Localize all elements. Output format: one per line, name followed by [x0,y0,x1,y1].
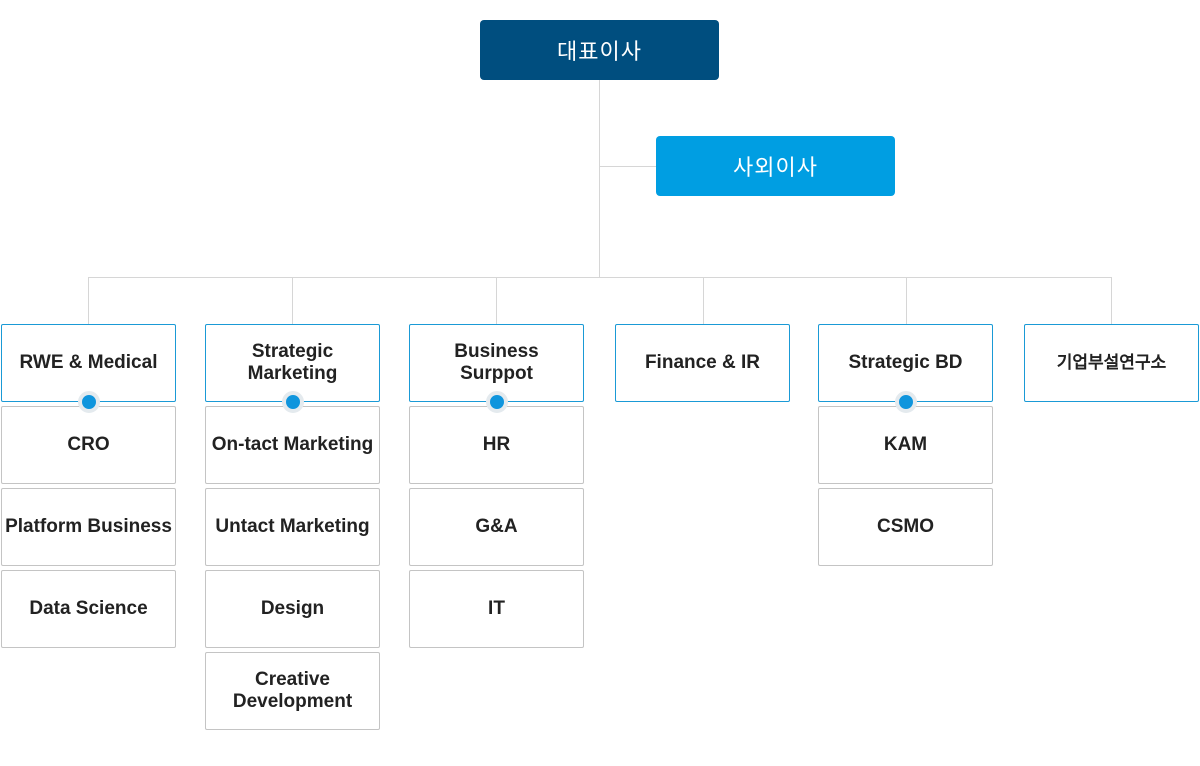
department-column-rwe-medical: RWE & Medical CRO Platform Business Data… [1,324,176,648]
outside-director-label: 사외이사 [733,155,818,180]
department-label: 기업부설연구소 [1056,353,1167,372]
department-column-business-support: Business Surppot HR G&A IT [409,324,584,648]
department-box: RWE & Medical [1,324,176,413]
sub-team-label: IT [488,598,505,619]
department-box: Business Surppot [409,324,584,413]
sub-team-label: Data Science [29,598,148,619]
sub-team-box: G&A [409,488,584,566]
sub-team-box: Data Science [1,570,176,648]
dept-drop-line-5 [906,277,907,324]
sub-team-label: CSMO [877,516,934,537]
sub-team-label: CRO [67,434,110,455]
sub-team-box: IT [409,570,584,648]
dept-drop-line-1 [88,277,89,324]
dept-drop-line-4 [703,277,704,324]
dept-drop-line-3 [496,277,497,324]
sub-team-box: CRO [1,406,176,484]
sub-team-box: Untact Marketing [205,488,380,566]
department-label: Finance & IR [644,352,761,373]
ceo-trunk-line [599,80,600,277]
sub-team-box: CSMO [818,488,993,566]
sub-team-box: HR [409,406,584,484]
department-column-strategic-marketing: Strategic Marketing On-tact Marketing Un… [205,324,380,730]
department-box: 기업부설연구소 [1024,324,1199,402]
connector-dot-icon [894,391,917,413]
ceo-label: 대표이사 [557,39,642,64]
outside-director-box: 사외이사 [656,136,895,196]
department-label: Strategic Marketing [247,341,338,384]
department-label: Strategic BD [848,352,963,373]
department-column-research-institute: 기업부설연구소 [1024,324,1199,402]
connector-dot-icon [77,391,100,413]
department-box: Finance & IR [615,324,790,402]
department-box: Strategic Marketing [205,324,380,413]
dept-drop-line-2 [292,277,293,324]
dept-drop-line-6 [1111,277,1112,324]
sub-team-label: Untact Marketing [215,516,370,537]
sub-team-box: Design [205,570,380,648]
sub-team-label: On-tact Marketing [211,434,374,455]
department-bus-line [88,277,1111,278]
sub-team-box: Platform Business [1,488,176,566]
sub-team-label: HR [482,434,511,455]
sub-team-box: On-tact Marketing [205,406,380,484]
ceo-box: 대표이사 [480,20,719,80]
sub-team-label: Design [260,598,325,619]
outside-director-connector [599,166,656,167]
department-label: RWE & Medical [19,352,158,373]
sub-team-label: Creative Development [232,669,353,712]
sub-team-box: Creative Development [205,652,380,730]
department-label: Business Surppot [454,341,539,384]
department-box: Strategic BD [818,324,993,413]
connector-dot-icon [485,391,508,413]
department-column-finance-ir: Finance & IR [615,324,790,402]
sub-team-label: G&A [475,516,518,537]
department-column-strategic-bd: Strategic BD KAM CSMO [818,324,993,566]
sub-team-label: KAM [883,434,928,455]
connector-dot-icon [281,391,304,413]
sub-team-label: Platform Business [5,516,172,537]
sub-team-box: KAM [818,406,993,484]
